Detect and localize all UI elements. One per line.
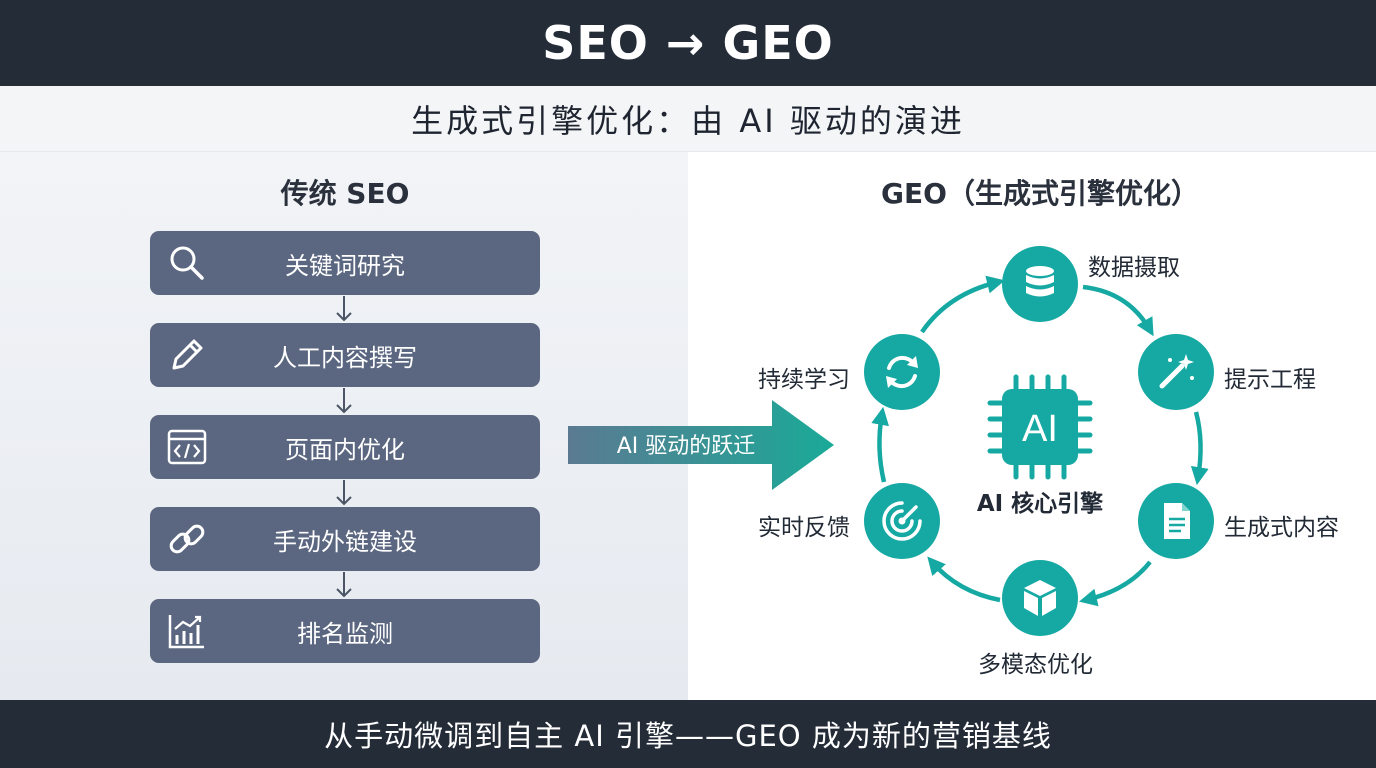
- geo-node-prompt-engineering: [1138, 334, 1214, 410]
- transition-arrow-icon: [568, 400, 834, 490]
- refresh-icon: [886, 355, 918, 389]
- geo-node-label: 持续学习: [758, 367, 850, 393]
- seo-step-label: 手动外链建设: [273, 527, 417, 556]
- pencil-icon: [166, 335, 208, 375]
- seo-step-rank-monitoring: 排名监测: [150, 599, 540, 663]
- bar-chart-icon: [166, 611, 208, 651]
- chip-text: AI: [1022, 408, 1058, 450]
- cycle-arrow-segment: [920, 275, 1006, 334]
- seo-step-label: 页面内优化: [285, 435, 405, 464]
- geo-node-label: 数据摄取: [1088, 255, 1180, 281]
- geo-node-label: 实时反馈: [758, 515, 850, 541]
- seo-step-on-page-optimization: 页面内优化: [150, 415, 540, 479]
- seo-step-label: 关键词研究: [285, 251, 405, 280]
- footer-tagline: 从手动微调到自主 AI 引擎——GEO 成为新的营销基线: [324, 719, 1052, 753]
- cycle-arrow-segment: [927, 556, 1001, 603]
- code-window-icon: [166, 427, 208, 467]
- geo-node-label: 生成式内容: [1224, 515, 1339, 541]
- geo-node-label: 提示工程: [1224, 367, 1316, 393]
- magic-wand-icon: [1159, 354, 1194, 389]
- down-arrow-icon: [336, 296, 352, 322]
- cycle-arrow-segment: [1078, 560, 1152, 607]
- link-icon: [166, 519, 208, 559]
- geo-section-title: GEO（生成式引擎优化）: [881, 177, 1199, 210]
- search-icon: [166, 243, 208, 283]
- cycle-arrow-segment: [871, 406, 889, 483]
- geo-node-continuous-learning: [864, 334, 940, 410]
- database-icon: [1026, 266, 1054, 297]
- transition-label: AI 驱动的跃迁: [616, 434, 756, 459]
- geo-node-generative-content: [1138, 483, 1214, 559]
- geo-node-multimodal-optimization: [1002, 560, 1078, 636]
- page-title: SEO → GEO: [542, 16, 834, 70]
- footer-bar: 从手动微调到自主 AI 引擎——GEO 成为新的营销基线: [0, 700, 1376, 768]
- subtitle-bar: 生成式引擎优化：由 AI 驱动的演进: [0, 86, 1376, 152]
- seo-step-label: 人工内容撰写: [273, 343, 417, 372]
- seo-step-manual-writing: 人工内容撰写: [150, 323, 540, 387]
- cycle-arrow-segment: [1190, 411, 1209, 486]
- seo-section-title: 传统 SEO: [280, 177, 410, 210]
- core-engine-label: AI 核心引擎: [976, 491, 1104, 517]
- radar-icon: [882, 501, 922, 541]
- down-arrow-icon: [336, 388, 352, 414]
- document-icon: [1164, 503, 1190, 539]
- geo-node-real-time-feedback: [864, 483, 940, 559]
- geo-node-data-ingestion: [1002, 246, 1078, 322]
- down-arrow-icon: [336, 572, 352, 598]
- geo-node-label: 多模态优化: [978, 652, 1093, 678]
- seo-step-label: 排名监测: [297, 619, 393, 648]
- title-bar: SEO → GEO: [0, 0, 1376, 86]
- seo-step-link-building: 手动外链建设: [150, 507, 540, 571]
- chip-icon: AI: [987, 374, 1093, 480]
- seo-step-keyword-research: 关键词研究: [150, 231, 540, 295]
- geo-cycle-arrows: [871, 275, 1209, 607]
- page-subtitle: 生成式引擎优化：由 AI 驱动的演进: [411, 101, 965, 140]
- cube-icon: [1024, 580, 1056, 616]
- cycle-arrow-segment: [1082, 284, 1154, 337]
- down-arrow-icon: [336, 480, 352, 506]
